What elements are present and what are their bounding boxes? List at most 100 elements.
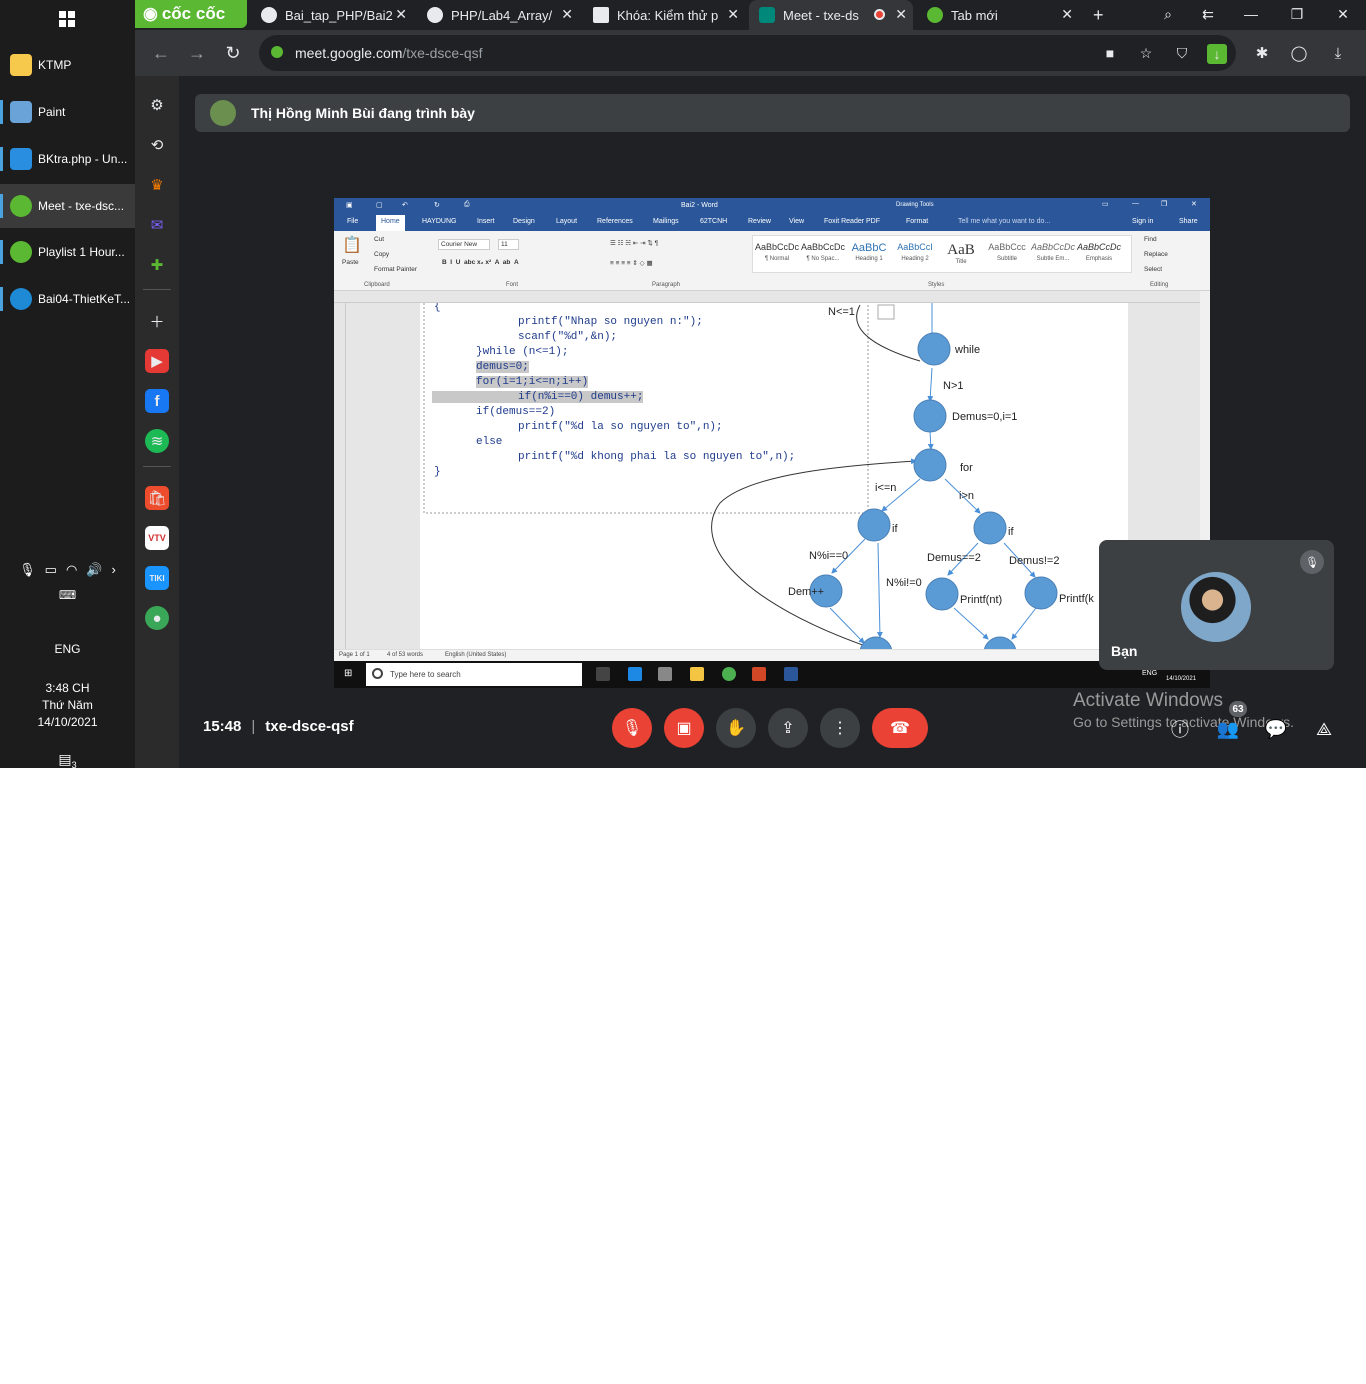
label-n-mod-ne: N%i!=0 <box>886 577 922 589</box>
tab-search-icon[interactable]: ⌕ <box>1164 5 1172 22</box>
github-icon <box>261 7 277 23</box>
game-ball-icon[interactable]: ● <box>145 606 169 630</box>
participant-count-badge: 63 <box>1229 701 1247 717</box>
volume-icon[interactable]: 🔊 <box>86 562 103 577</box>
back-arrow-icon[interactable]: ⇇ <box>1202 5 1214 22</box>
back-icon[interactable]: ← <box>152 42 170 63</box>
explorer-icon <box>690 667 704 681</box>
address-bar[interactable]: meet.google.com/txe-dsce-qsf ■ ☆ ⛉ ↓ <box>259 35 1236 71</box>
close-tab-icon[interactable]: ✕ <box>895 6 907 22</box>
download-video-icon[interactable]: ↓ <box>1207 44 1227 64</box>
close-window-icon[interactable]: ✕ <box>1337 5 1349 22</box>
profile-icon[interactable]: ◯ <box>1290 45 1308 62</box>
windows-start-icon[interactable] <box>59 11 75 27</box>
taskbar-item-paint[interactable]: Paint <box>0 90 135 134</box>
style-name: Emphasis <box>1085 256 1113 262</box>
taskbar-item-meet[interactable]: Meet - txe-dsc... <box>0 184 135 228</box>
gamepad-icon[interactable]: ✚ <box>150 257 164 274</box>
raise-hand-button[interactable]: ✋ <box>716 708 756 748</box>
new-tab-button[interactable]: + <box>1093 4 1104 25</box>
taskbar-item-edge[interactable]: Bai04-ThietKeT... <box>0 277 135 321</box>
history-icon[interactable]: ⟲ <box>150 137 164 154</box>
toggle-camera-button[interactable]: ▣ <box>664 708 704 748</box>
close-tab-icon[interactable]: ✕ <box>561 6 573 22</box>
tab-new[interactable]: Tab mới ✕ <box>917 0 1079 30</box>
wifi-icon[interactable]: ◠ <box>65 562 78 577</box>
forward-icon[interactable]: → <box>188 42 206 63</box>
label-printf-nt: Printf(nt) <box>960 594 1002 606</box>
toggle-mic-button[interactable]: 🎙 <box>612 708 652 748</box>
restore-icon[interactable]: ❐ <box>1290 5 1304 22</box>
url-text[interactable]: meet.google.com/txe-dsce-qsf <box>295 45 483 61</box>
tab-khoa-kiem-thu[interactable]: Khóa: Kiểm thử p ✕ <box>583 0 745 30</box>
taskbar-item-playlist[interactable]: Playlist 1 Hour... <box>0 230 135 274</box>
folder-icon <box>10 54 32 76</box>
facebook-icon[interactable]: f <box>145 389 169 413</box>
shopee-icon[interactable]: 🛍 <box>145 486 169 510</box>
close-tab-icon[interactable]: ✕ <box>1061 6 1073 22</box>
present-now-button[interactable]: ⇪ <box>768 708 808 748</box>
code-line: else <box>476 436 503 448</box>
style-preview: AaBbCcDc <box>1031 242 1075 252</box>
muted-mic-icon: 🎙 <box>1300 550 1324 574</box>
label-i-le-n: i<=n <box>875 482 896 494</box>
cortana-icon <box>372 668 383 679</box>
paragraph-group-label: Paragraph <box>652 282 681 288</box>
task-view-icon <box>596 667 610 681</box>
people-icon[interactable]: 👥 <box>1216 718 1240 739</box>
youtube-icon[interactable]: ▶ <box>145 349 169 373</box>
secure-lock-icon[interactable] <box>271 46 283 58</box>
keyboard-icon[interactable]: ⌨ <box>58 588 77 602</box>
messenger-icon[interactable]: ✉ <box>150 217 164 234</box>
flowchart: N<=1 while N>1 Demus=0,i=1 for i<=n i>n … <box>423 303 1094 649</box>
leave-call-button[interactable]: ☎ <box>872 708 928 748</box>
crown-icon[interactable]: ♛ <box>150 177 164 194</box>
label-i-gt-n: i>n <box>959 490 974 502</box>
tab-php-lab4[interactable]: PHP/Lab4_Array/ ✕ <box>417 0 579 30</box>
reload-icon[interactable]: ↻ <box>225 42 241 63</box>
self-view-tile[interactable]: 🎙 Bạn <box>1099 540 1334 670</box>
more-options-button[interactable]: ⋮ <box>820 708 860 748</box>
tiki-icon[interactable]: TIKI <box>145 566 169 590</box>
vtv-icon[interactable]: VTV <box>145 526 169 550</box>
word-tab-62tcnh: 62TCNH <box>700 218 728 225</box>
word-tell-me: Tell me what you want to do... <box>958 218 1051 225</box>
mic-off-icon: 🎙 <box>621 720 643 737</box>
coccoc-brand-button[interactable]: ◉ cốc cốc <box>135 0 247 28</box>
bookmark-star-icon[interactable]: ☆ <box>1139 44 1153 61</box>
tab-title: Bai_tap_PHP/Bai2 <box>285 7 393 23</box>
spotify-icon[interactable]: ≋ <box>145 429 169 453</box>
taskbar-item-vscode[interactable]: BKtra.php - Un... <box>0 137 135 181</box>
clock[interactable]: 3:48 CH Thứ Năm 14/10/2021 <box>0 680 135 731</box>
code-line: }while (n<=1); <box>476 346 569 358</box>
taskbar-item-label: Playlist 1 Hour... <box>38 245 125 259</box>
settings-gear-icon[interactable]: ⚙ <box>150 97 164 114</box>
activities-icon[interactable]: ⟁ <box>1315 718 1333 739</box>
word-tab-home: Home <box>376 215 405 231</box>
tab-meet[interactable]: Meet - txe-ds ✕ <box>749 0 913 30</box>
taskbar-item-ktmp[interactable]: KTMP <box>0 43 135 87</box>
flow-arrow <box>829 607 865 644</box>
replace-label: Replace <box>1144 251 1168 258</box>
meeting-details-icon[interactable]: ⓘ <box>1171 720 1189 740</box>
language-indicator[interactable]: ENG <box>54 642 81 656</box>
paste-label: Paste <box>342 259 359 266</box>
chat-icon[interactable]: 💬 <box>1264 718 1288 739</box>
camera-icon[interactable]: ■ <box>1105 45 1115 61</box>
close-tab-icon[interactable]: ✕ <box>395 6 407 22</box>
word-tab-foxit: Foxit Reader PDF <box>824 218 881 225</box>
microphone-icon[interactable]: 🎙 <box>19 562 36 577</box>
battery-icon[interactable]: ▭ <box>44 562 57 577</box>
code-line: } <box>434 466 441 478</box>
notification-center-icon[interactable]: ▤3 <box>58 751 77 768</box>
shared-search-box: Type here to search <box>366 663 582 686</box>
tab-bai-tap-php[interactable]: Bai_tap_PHP/Bai2 ✕ <box>251 0 413 30</box>
label-if-right: if <box>1008 526 1014 538</box>
shield-icon[interactable]: ⛉ <box>1176 44 1188 61</box>
close-tab-icon[interactable]: ✕ <box>727 6 739 22</box>
downloads-icon[interactable]: ⤓ <box>1334 44 1342 62</box>
chevron-right-icon[interactable]: › <box>111 562 116 577</box>
extensions-icon[interactable]: ✱ <box>1255 45 1269 62</box>
add-shortcut-icon[interactable]: ＋ <box>149 313 165 331</box>
minimize-icon[interactable]: — <box>1244 6 1258 22</box>
